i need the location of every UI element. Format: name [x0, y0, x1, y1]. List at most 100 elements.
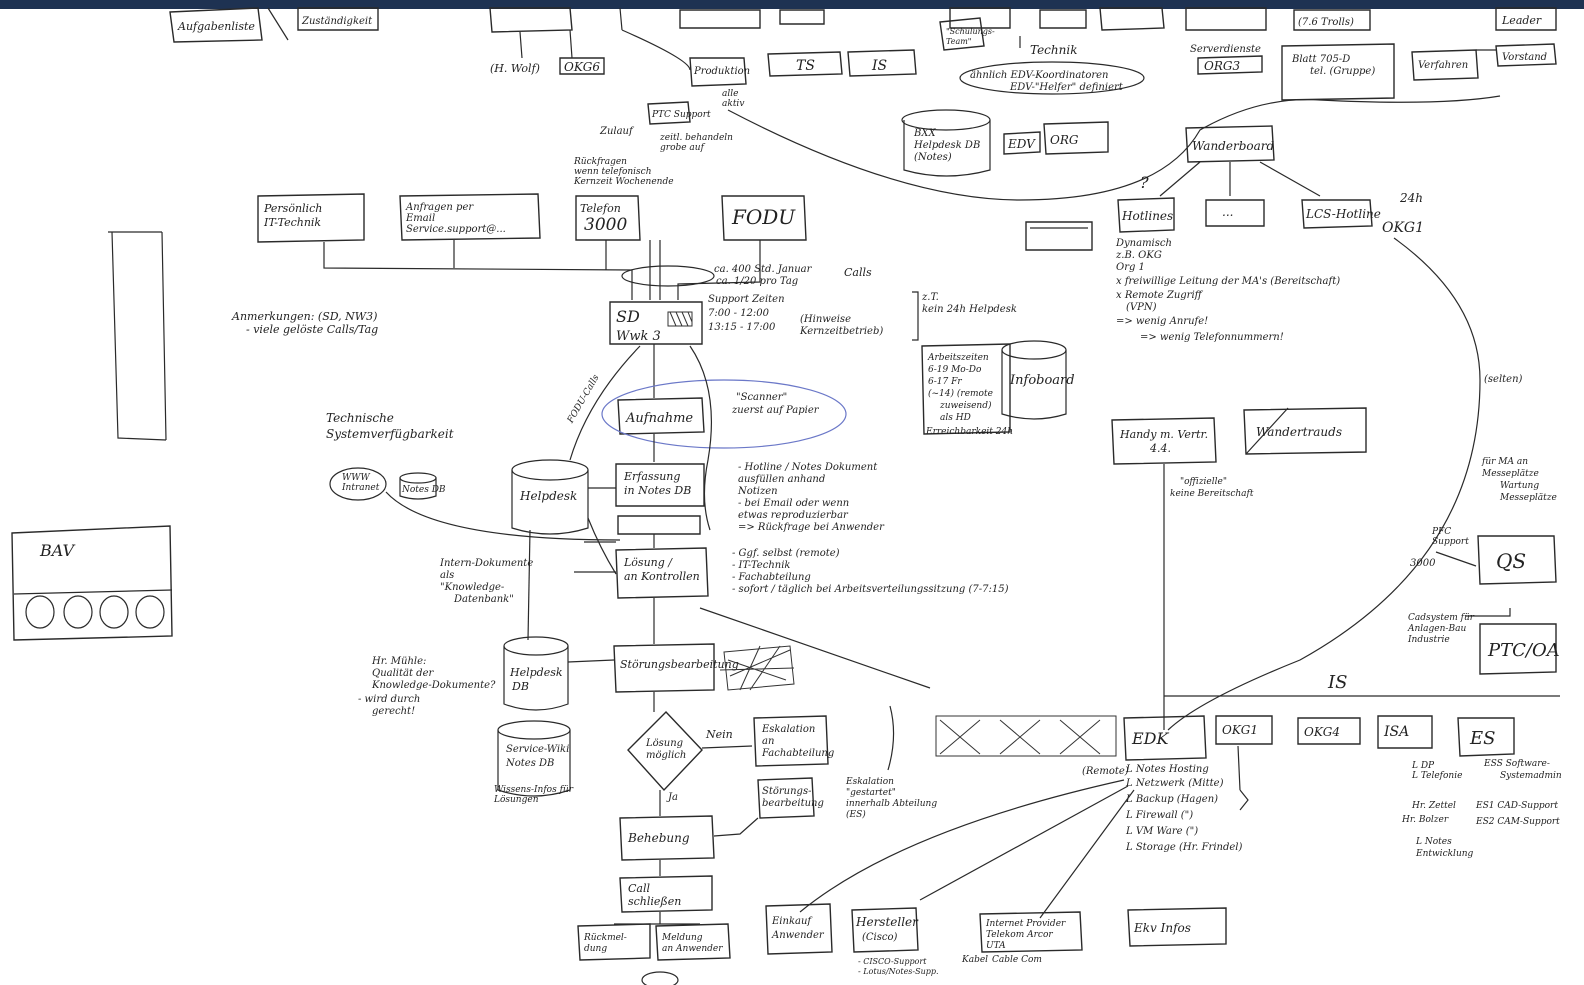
internet-text: Internet Provider Telekom Arcor UTA	[985, 919, 1068, 951]
frueh-note: zeitl. behandeln grobe auf	[659, 133, 736, 153]
top-note-c: (H. Wolf)	[490, 62, 540, 75]
edv-text: EDV	[1007, 137, 1036, 151]
rueckmeldung-text: Rückmel- dung	[583, 933, 630, 954]
bav-group: BAV	[11, 525, 173, 641]
top-bar	[0, 0, 1584, 9]
internet-sub-note: Kabel Cable Com	[961, 955, 1042, 965]
fuer-ma-note: für MA an Messeplätze Wartung Messeplätz…	[1481, 457, 1557, 503]
infoboard-text: Infoboard	[1009, 373, 1075, 388]
meldung-text: Meldung an Anwender	[661, 933, 723, 954]
scanner-note: "Scanner" zuerst auf Papier	[731, 392, 820, 416]
is-label: IS	[1327, 672, 1347, 693]
telefon-text: Telefon 3000	[580, 202, 627, 235]
erfassung-notes: - Hotline / Notes Dokument ausfüllen anh…	[737, 462, 885, 533]
offiziell-note: "offizielle" keine Bereitschaft	[1170, 477, 1254, 499]
ja-label: Ja	[666, 792, 678, 803]
is-row: IS EDK OKG1 OKG4 ISA ES (Remote) L Notes…	[935, 672, 1562, 859]
technik-note: Technische Systemverfügbarkeit	[326, 411, 454, 441]
dots-text: ...	[1222, 205, 1233, 219]
behebung-text: Behebung	[627, 831, 690, 845]
top-note-i: Verfahren	[1418, 60, 1468, 71]
pfc-note: PFC Support	[1431, 527, 1469, 547]
fodu-box	[721, 195, 807, 241]
isa-text: ISA	[1383, 724, 1409, 740]
help-24h-note: z.T. kein 24h Helpdesk	[921, 292, 1017, 315]
ptc-text: PTC/OA	[1487, 640, 1560, 661]
edv-koord-note: ähnlich EDV-Koordinatoren EDV-"Helfer" d…	[970, 70, 1124, 93]
kernzeit-note: (Hinweise Kernzeitbetrieb)	[799, 314, 883, 337]
source-boxes: Persönlich IT-Technik Anfragen per Email…	[257, 101, 807, 243]
handy-group: Handy m. Vertr. 4.4. Wandertrauds "offiz…	[1111, 407, 1367, 730]
sd-box: SD Wwk 3 Support Zeiten 7:00 - 12:00 13:…	[609, 291, 1017, 345]
question-mark: ?	[1140, 173, 1149, 192]
calls-note: ca. 400 Std. Januar ca. 1/20 pro Tag	[714, 264, 815, 287]
ptc-support-label: PTC Support	[651, 110, 711, 120]
okg4-text: OKG4	[1304, 725, 1340, 739]
es-text: ES	[1469, 728, 1495, 749]
top-row-sketch: Aufgabenliste Zuständigkeit (H. Wolf) OK…	[169, 7, 1557, 109]
ekv-text: Ekv Infos	[1133, 921, 1191, 935]
nein-label: Nein	[705, 728, 733, 741]
produktion-label: Produktion	[693, 66, 750, 77]
hotlines-text: Hotlines	[1121, 209, 1173, 223]
qualitaet-note: Hr. Mühle: Qualität der Knowledge-Dokume…	[358, 656, 499, 717]
entscheidung-text: Lösung möglich	[645, 738, 686, 761]
edk-list: L Notes Hosting L Netzwerk (Mitte) L Bac…	[1125, 764, 1242, 853]
bxx-text: BXX Helpdesk DB (Notes)	[913, 128, 983, 163]
technik-group: Technische Systemverfügbarkeit WWW Intra…	[326, 411, 621, 541]
anmerkungen-note: Anmerkungen: (SD, NW3) - viele gelöste C…	[231, 310, 381, 336]
infoboard-group: Arbeitszeiten 6-19 Mo-Do 6-17 Fr (~14) (…	[921, 340, 1075, 437]
helpdesk-db-text: Helpdesk DB	[509, 666, 566, 693]
weiterleitung-box: Lösung / an Kontrollen - Ggf. selbst (re…	[615, 534, 1009, 599]
bottom-row: Einkauf Anwender Hersteller (Cisco) - CI…	[765, 779, 1227, 976]
ts-box-1: TS	[796, 58, 815, 74]
org3-label: ORG3	[1204, 59, 1240, 73]
erfassung-text: Erfassung in Notes DB	[623, 470, 691, 497]
ts-box-2: IS	[871, 58, 887, 74]
stoerung-box: Störungsbearbeitung	[613, 598, 931, 693]
calls-suffix: Calls	[844, 266, 872, 279]
qs-ptc-group: für MA an Messeplätze Wartung Messeplätz…	[1407, 457, 1560, 675]
okg1-right: OKG1	[1382, 220, 1424, 236]
top-note-d: (7.6 Trolls)	[1298, 17, 1354, 28]
persoenlich-box	[257, 193, 365, 243]
edk-text: EDK	[1131, 729, 1170, 748]
left-bracket-sketch	[108, 231, 167, 441]
bxx-group: BXX Helpdesk DB (Notes) EDV ORG	[727, 95, 1501, 251]
qs-text: QS	[1496, 549, 1526, 573]
dreitausend-note: 3000	[1410, 558, 1436, 569]
hotline-notes: Dynamisch z.B. OKG Org 1 x freiwillige L…	[1115, 238, 1343, 343]
isa-list: L DP L Telefonie Hr. Zettel Hr. Bolzer L…	[1401, 761, 1474, 859]
lcs-hotline-text: LCS-Hotline	[1305, 207, 1381, 221]
blatt-note: Blatt 705-D tel. (Gruppe)	[1291, 54, 1375, 77]
bav-label: BAV	[39, 541, 76, 560]
behebung-box: Behebung Call schließen Rückmel- dung Me…	[577, 790, 759, 985]
hersteller-text: Hersteller (Cisco)	[855, 915, 922, 943]
bxx-note-small: "Schulungs- Team"	[946, 27, 997, 46]
helpdesk-cylinder: Helpdesk	[511, 459, 617, 575]
service-wiki-text: Service-Wiki Notes DB	[505, 744, 573, 769]
stat-24h: 24h	[1399, 191, 1423, 205]
handy-text: Handy m. Vertr. 4.4.	[1119, 428, 1212, 455]
org-text: ORG	[1050, 133, 1079, 147]
wanderboard-group: Wanderboard ? Hotlines ... LCS-Hotline 2…	[1115, 125, 1523, 731]
erst-time-note: alle aktiv	[722, 89, 744, 109]
notes-db-text: Notes DB	[401, 485, 446, 495]
knowledge-group: Intern-Dokumente als "Knowledge- Datenba…	[358, 529, 615, 805]
erfassung-box: Erfassung in Notes DB - Hotline / Notes …	[615, 434, 885, 535]
bxx-top-note: Technik	[1030, 43, 1077, 57]
selten-note: (selten)	[1484, 374, 1523, 385]
anfragen-text: Anfragen per Email Service.support@...	[405, 202, 506, 235]
wissens-note: Wissens-Infos für Lösungen	[493, 785, 576, 805]
wanderboard-text: Wanderboard	[1192, 139, 1274, 153]
top-box-a: Aufgabenliste	[177, 20, 255, 33]
fodu-text: FODU	[731, 205, 796, 229]
stoerung-klein-text: Störungs- bearbeitung	[762, 786, 824, 809]
okg6-label: OKG6	[564, 60, 600, 74]
aufnahme-text: Aufnahme	[625, 411, 693, 426]
weiterleitung-text: Lösung / an Kontrollen	[623, 556, 700, 583]
intern-doku-note: Intern-Dokumente als "Knowledge- Datenba…	[439, 558, 536, 605]
zulauf-note: Zulauf	[599, 126, 635, 137]
call-schliessen-text: Call schließen	[628, 882, 681, 908]
